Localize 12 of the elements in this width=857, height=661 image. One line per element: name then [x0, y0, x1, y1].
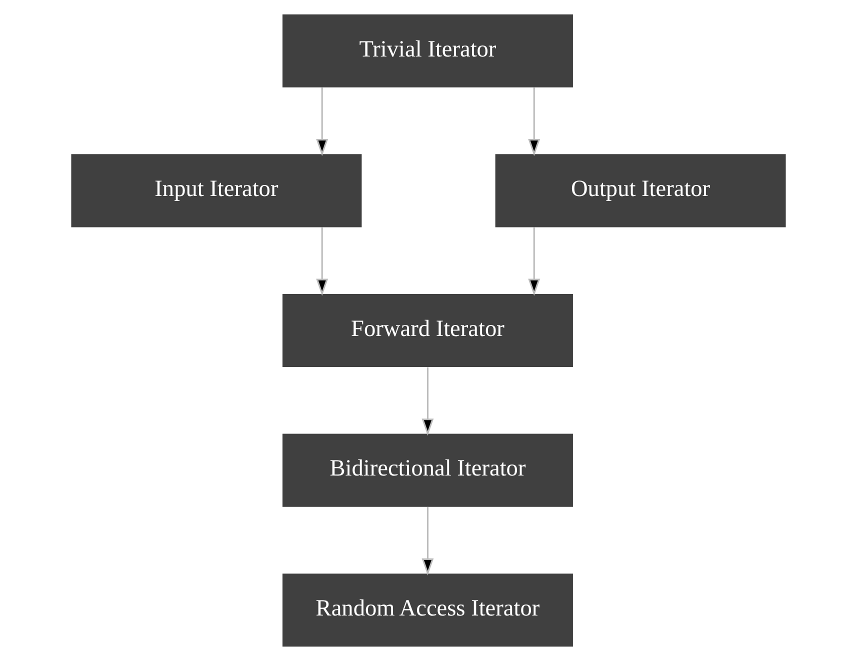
- arrow: [422, 507, 434, 576]
- arrow: [528, 88, 540, 156]
- node-box: Input Iterator: [71, 154, 362, 228]
- node-box: Forward Iterator: [282, 294, 573, 367]
- node-box: Bidirectional Iterator: [282, 434, 573, 507]
- node-box: Random Access Iterator: [282, 574, 573, 647]
- arrow: [316, 227, 328, 296]
- arrow: [528, 227, 540, 296]
- arrow: [422, 367, 434, 436]
- node-box: Trivial Iterator: [282, 14, 573, 88]
- arrow: [316, 88, 328, 156]
- node-box: Output Iterator: [495, 154, 786, 228]
